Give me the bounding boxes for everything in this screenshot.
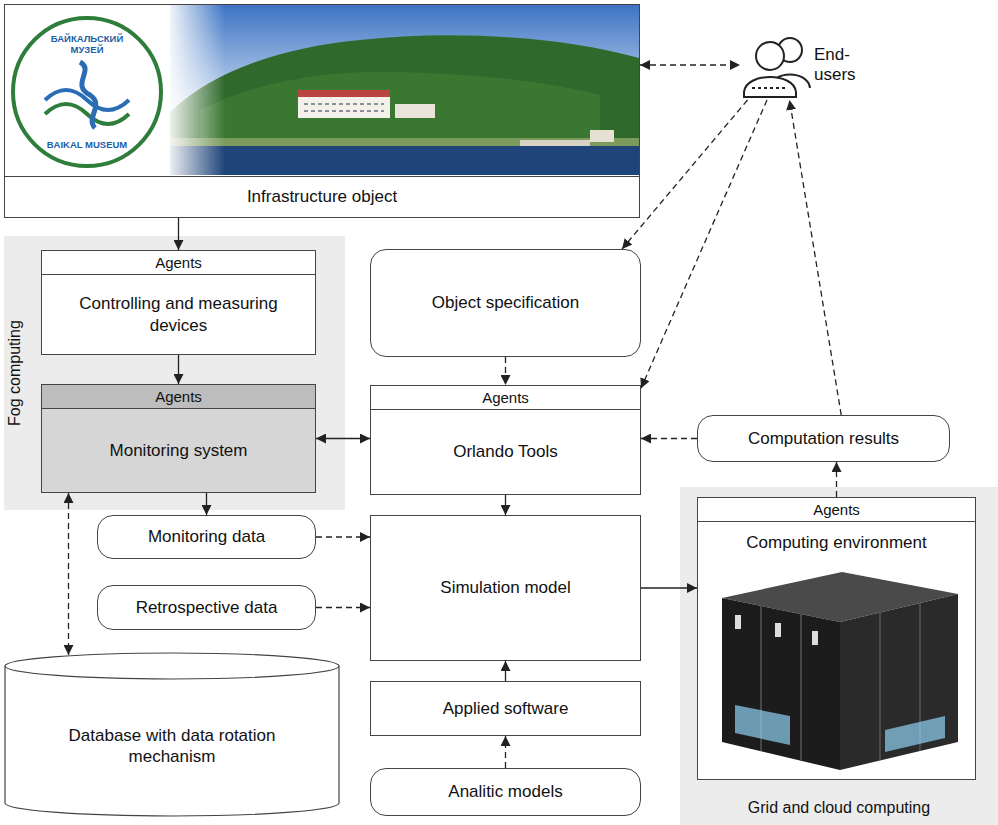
pier-house [590, 130, 614, 142]
cloud-region-ground [680, 487, 998, 825]
pier [520, 140, 590, 146]
solid-arrow [641, 587, 697, 588]
cylinder-body [5, 666, 339, 816]
hill-light [200, 72, 600, 140]
solid-arrow [178, 355, 179, 384]
actor-label: End-users [814, 45, 890, 85]
solid-arrow [178, 218, 179, 250]
agent-box: AgentsMonitoring system [41, 384, 316, 493]
agent-body: Computing environment [698, 522, 975, 557]
agent-label: Agents [155, 254, 202, 271]
logo-lake [80, 62, 96, 128]
fog-region-ground [4, 236, 345, 510]
object-name: Infrastructure object [247, 187, 397, 207]
store-name: Database with data rotation mechanism [44, 725, 300, 768]
data-box: Computation results [697, 415, 950, 462]
component-name: Orlando Tools [453, 441, 558, 462]
dashed-arrow [640, 64, 740, 65]
cabinet-glow [885, 716, 945, 752]
dashed-arrow [641, 438, 697, 439]
user-group-node: End-users [740, 30, 890, 100]
logo-text: БАЙКАЛЬСКИЙ МУЗЕЙ [51, 33, 124, 55]
dashed-arrow [641, 100, 767, 388]
agent-box: AgentsControlling and measuring devices [41, 250, 316, 355]
cloud-region: AgentsComputing environmentGrid and clou… [680, 487, 998, 825]
building [395, 104, 435, 118]
solid-arrow [206, 493, 207, 515]
solid-arrow [316, 438, 370, 439]
process-box: Simulation model [370, 515, 641, 661]
dashed-arrow [622, 100, 747, 249]
photo-fade [165, 5, 225, 175]
solid-arrow [505, 495, 506, 515]
logo-text-holder: BAIKAL MUSEUM [37, 139, 137, 150]
roof [298, 90, 390, 97]
building [298, 96, 390, 118]
data-name-text: Computation results [748, 428, 899, 449]
agent-body: Controlling and measuring devices [42, 275, 315, 354]
cabinet-badge [775, 623, 781, 637]
dashed-arrow [505, 736, 506, 768]
component-name: Controlling and measuring devices [62, 293, 295, 336]
dashed-arrow [68, 493, 69, 655]
cabinet-glow [735, 705, 790, 745]
agent-header: Agents [698, 498, 975, 522]
agent-body: Monitoring system [42, 409, 315, 492]
data-name-text: Retrospective data [136, 597, 278, 618]
data-box: Retrospective data [97, 585, 316, 630]
dashed-arrow [790, 100, 842, 415]
agent-box: AgentsOrlando Tools [370, 385, 641, 495]
dashed-arrow [505, 357, 506, 385]
agent-body: Orlando Tools [371, 410, 640, 494]
agent-box: AgentsComputing environment [697, 497, 976, 780]
fog-region: AgentsControlling and measuring devicesA… [4, 236, 345, 510]
cabinet-badge [735, 615, 741, 629]
user-head [756, 42, 784, 70]
dashed-arrow [316, 607, 370, 608]
cabinet-left [722, 598, 840, 770]
solid-arrow [505, 661, 506, 681]
caption-row: Infrastructure object [5, 176, 639, 217]
agent-label: Agents [482, 389, 529, 406]
windows [304, 104, 384, 111]
data-box: Analitic models [370, 768, 641, 816]
agent-label: Agents [813, 501, 860, 518]
cabinet-right [840, 594, 958, 770]
process-name: Applied software [443, 698, 569, 719]
region-label: Grid and cloud computing [680, 799, 998, 817]
dashed-arrow [836, 462, 837, 497]
logo-text-holder: БАЙКАЛЬСКИЙ МУЗЕЙ [37, 33, 137, 55]
cylinder-top [5, 653, 339, 679]
agent-label: Agents [155, 388, 202, 405]
process-box: Applied software [370, 681, 641, 736]
component-name: Monitoring system [110, 440, 248, 461]
user-body [744, 77, 796, 97]
data-name-text: Monitoring data [148, 526, 265, 547]
logo-text: BAIKAL MUSEUM [47, 139, 128, 150]
data-name-text: Analitic models [448, 781, 562, 802]
photo-ground [5, 5, 639, 175]
cabinet-badge [812, 631, 818, 645]
agent-header: Agents [371, 386, 640, 410]
water [170, 146, 639, 175]
hill [170, 35, 639, 150]
agent-header: Agents [42, 385, 315, 409]
data-box: Object specification [370, 249, 641, 357]
component-name: Computing environment [746, 532, 926, 553]
user-detail [752, 87, 788, 89]
museum-photo [5, 5, 639, 175]
data-box: Monitoring data [97, 515, 316, 559]
process-name: Simulation model [440, 577, 570, 598]
agent-header: Agents [42, 251, 315, 275]
computing-box-ground [697, 497, 976, 780]
users-icon [744, 38, 810, 97]
database-cylinder: Database with data rotation mechanism [4, 652, 340, 818]
dashed-arrow [316, 536, 370, 537]
logo-wave [45, 104, 129, 124]
data-name-text: Object specification [432, 292, 579, 313]
region-label: Fog computing [5, 236, 25, 510]
supercomputer-picture [722, 572, 958, 770]
museum-logo [13, 18, 161, 166]
